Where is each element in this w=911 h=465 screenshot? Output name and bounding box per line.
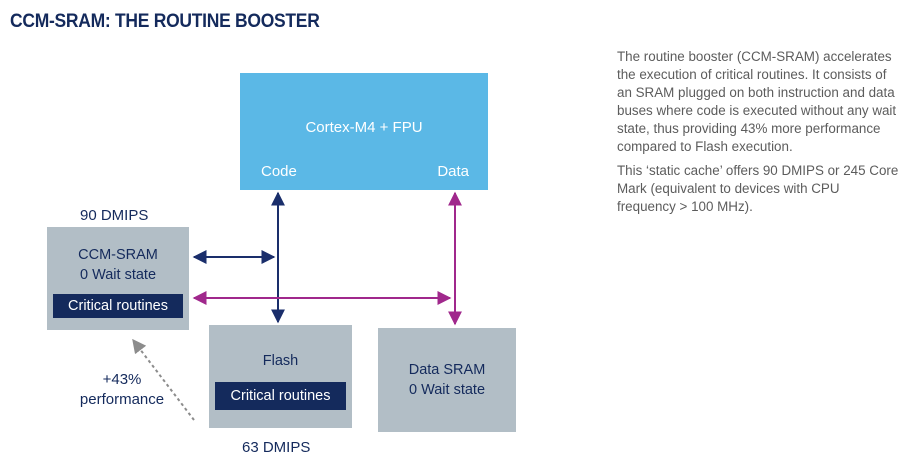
data-sram-block: Data SRAM 0 Wait state [378,328,516,432]
cortex-m4-block: Cortex-M4 + FPU Code Data [240,73,488,190]
description-panel: The routine booster (CCM-SRAM) accelerat… [617,48,899,222]
performance-word: performance [79,391,165,408]
data-sram-title: Data SRAM [408,362,486,378]
ccm-sram-title: CCM-SRAM [78,247,158,263]
page-title: CCM-SRAM: THE ROUTINE BOOSTER [10,11,320,32]
performance-gain-label: +43% performance [72,370,172,410]
performance-percent: +43% [102,371,142,388]
ccm-critical-routines: Critical routines [53,294,183,318]
routine-migration-arrow [132,338,195,421]
data-port-label: Data [437,163,469,180]
data-sram-wait: 0 Wait state [408,382,486,398]
flash-dmips-label: 63 DMIPS [242,439,311,456]
description-paragraph-2: This ‘static cache’ offers 90 DMIPS or 2… [617,163,899,214]
cpu-label: Cortex-M4 + FPU [305,119,423,136]
description-paragraph-1: The routine booster (CCM-SRAM) accelerat… [617,49,897,154]
flash-block: Flash Critical routines [209,325,352,428]
flash-critical-routines: Critical routines [215,382,346,410]
ccm-sram-wait: 0 Wait state [79,267,157,283]
ccm-sram-block: CCM-SRAM 0 Wait state Critical routines [47,227,189,330]
code-port-label: Code [261,163,297,180]
ccm-dmips-label: 90 DMIPS [80,207,149,224]
flash-title: Flash [262,353,299,369]
